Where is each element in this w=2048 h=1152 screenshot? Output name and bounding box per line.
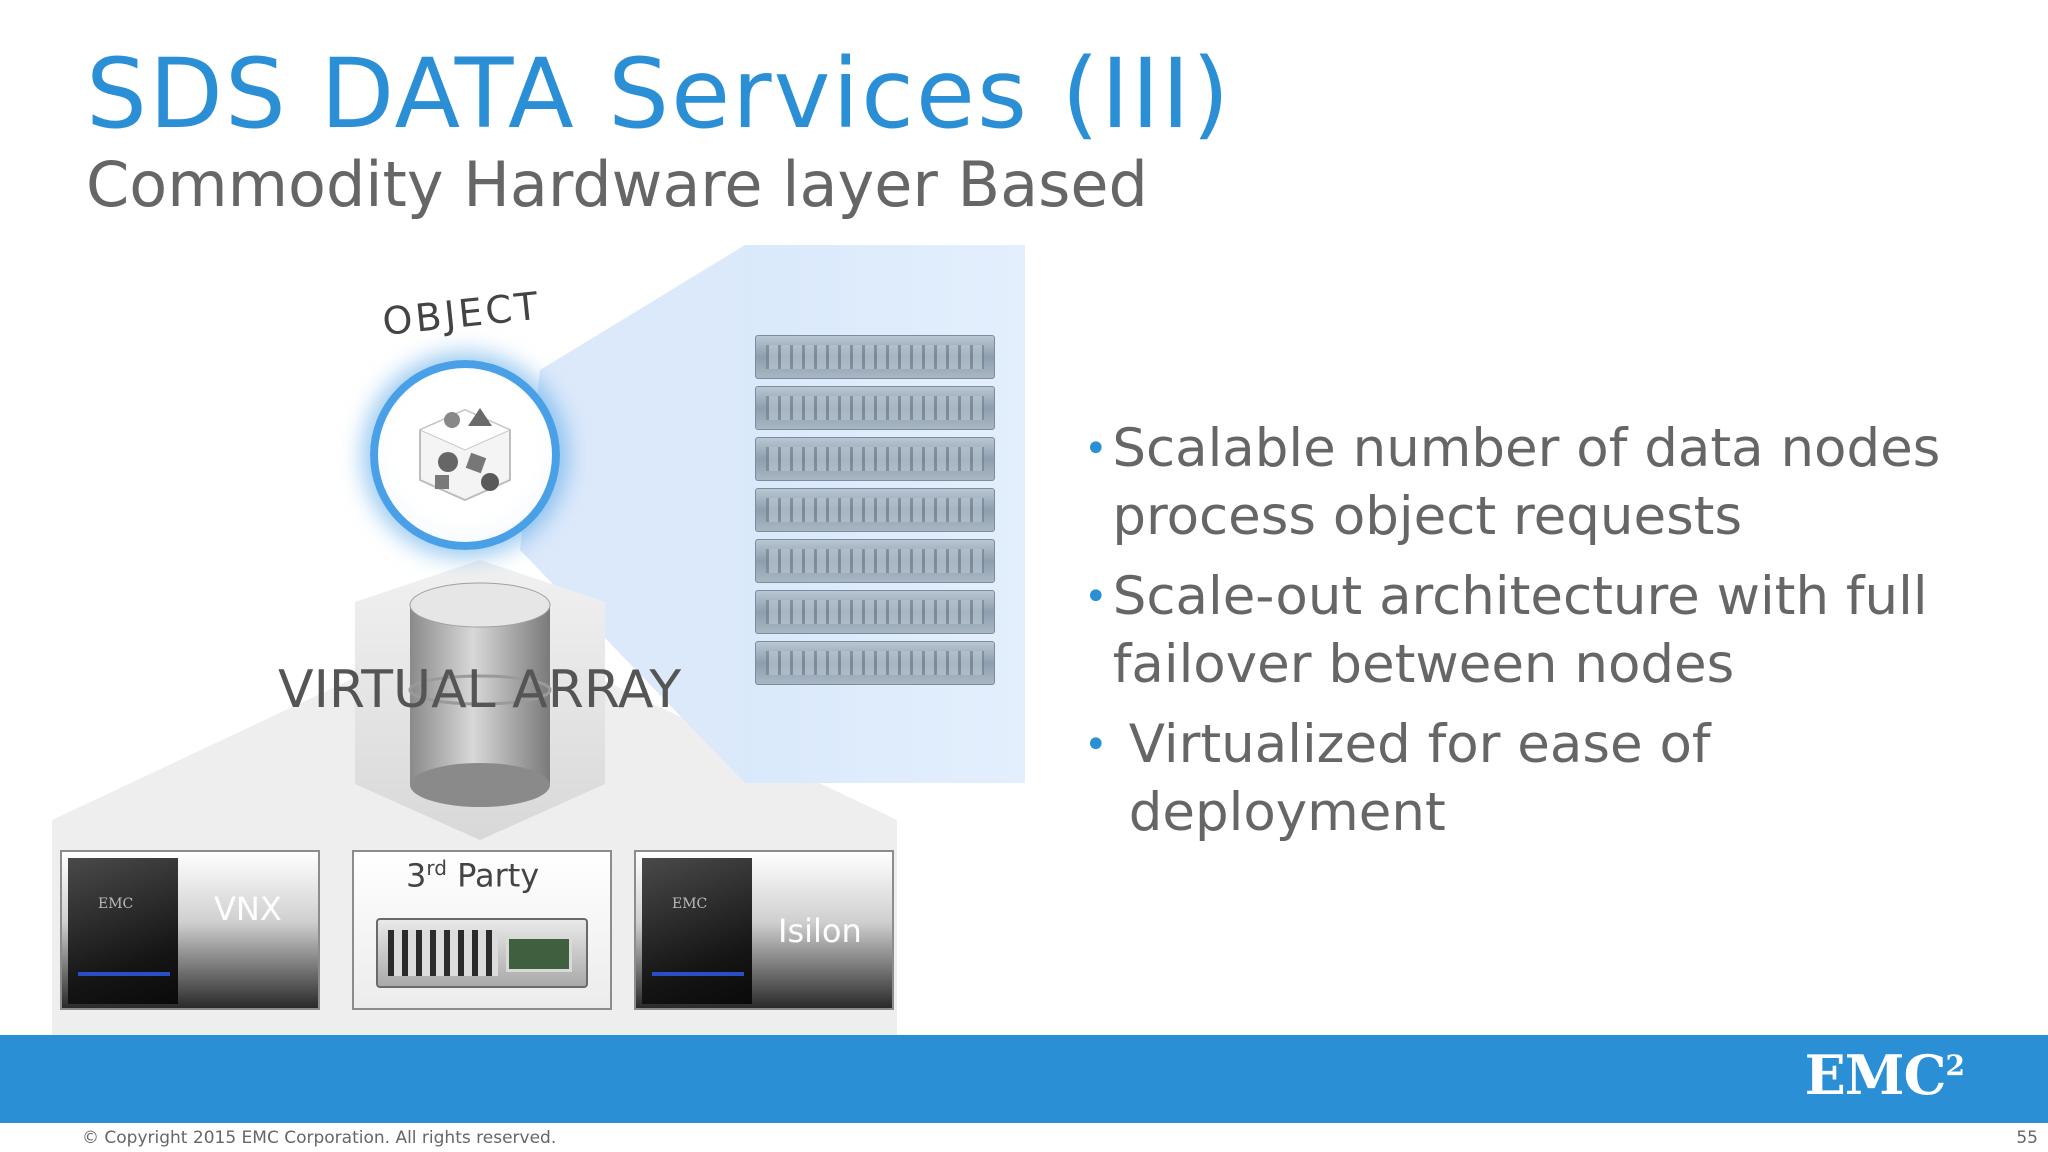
footer-band bbox=[0, 1035, 2048, 1123]
server-node bbox=[755, 335, 995, 379]
page-number: 55 bbox=[2016, 1128, 2038, 1148]
bullet-item: • Virtualized for ease of deployment bbox=[1080, 711, 2020, 847]
bullet-list: • Scalable number of data nodes process … bbox=[1080, 415, 2020, 859]
virtual-array-label: VIRTUAL ARRAY bbox=[278, 660, 682, 720]
storage-tile-vnx: EMC VNX bbox=[60, 850, 320, 1010]
server-rack bbox=[755, 335, 995, 692]
tile-label-3rd-party: 3rd Party bbox=[406, 856, 540, 895]
bullet-dot-icon: • bbox=[1084, 722, 1108, 768]
object-circle bbox=[370, 360, 560, 550]
copyright-text: © Copyright 2015 EMC Corporation. All ri… bbox=[82, 1128, 557, 1148]
server-node bbox=[755, 386, 995, 430]
vnx-photo: EMC bbox=[68, 858, 178, 1004]
bullet-item: • Scalable number of data nodes process … bbox=[1080, 415, 2020, 551]
storage-tile-3rd-party: 3rd Party bbox=[352, 850, 612, 1010]
server-node bbox=[755, 539, 995, 583]
tile-label-vnx: VNX bbox=[214, 890, 282, 928]
slide-title: SDS DATA Services (III) bbox=[86, 38, 1232, 150]
tile-label-isilon: Isilon bbox=[778, 912, 862, 950]
slide-subtitle: Commodity Hardware layer Based bbox=[86, 148, 1148, 221]
database-cylinder-icon bbox=[408, 582, 552, 807]
emc-logo: EMC2 bbox=[1804, 1043, 1965, 1107]
bullet-dot-icon: • bbox=[1084, 426, 1108, 472]
object-cube-icon bbox=[418, 408, 512, 502]
storage-appliance-image bbox=[376, 918, 588, 988]
server-node bbox=[755, 488, 995, 532]
beam-wedge bbox=[520, 245, 745, 783]
isilon-photo: EMC bbox=[642, 858, 752, 1004]
bullet-item: • Scale-out architecture with full failo… bbox=[1080, 563, 2020, 699]
storage-tile-isilon: EMC Isilon bbox=[634, 850, 894, 1010]
architecture-diagram: VIRTUAL ARRAY OBJECT EMC VNX bbox=[0, 230, 1060, 1060]
server-node bbox=[755, 590, 995, 634]
bullet-dot-icon: • bbox=[1084, 574, 1108, 620]
server-node bbox=[755, 437, 995, 481]
server-node bbox=[755, 641, 995, 685]
